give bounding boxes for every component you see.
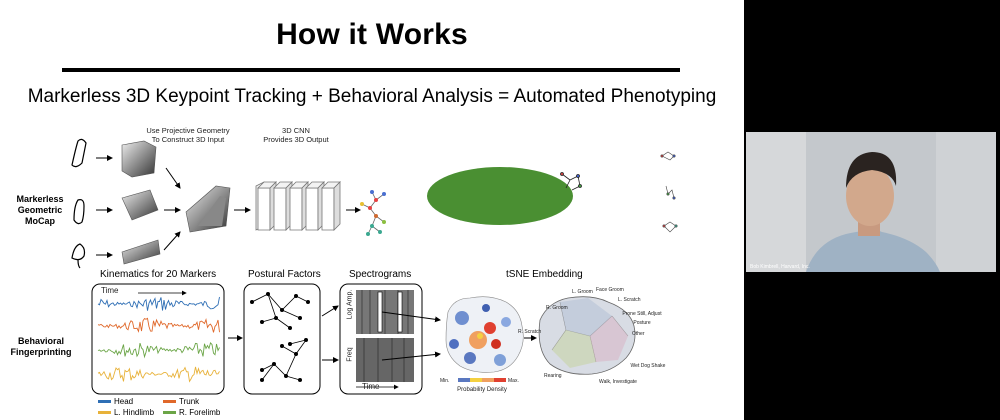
time-label: Time [101, 286, 119, 295]
marker-traces [97, 296, 220, 383]
postural-panel [243, 283, 321, 395]
density-caption: Probability Density [457, 387, 507, 393]
kinematics-panel [91, 283, 225, 395]
slide-subtitle: Markerless 3D Keypoint Tracking + Behavi… [27, 86, 717, 107]
tsne-density-blobs [449, 304, 511, 366]
kinematics-title: Kinematics for 20 Markers [100, 269, 217, 280]
cnn-layers [255, 181, 341, 231]
kinematic-trace [97, 342, 220, 359]
behavior-cluster-fills [552, 298, 628, 368]
mini-skeleton-1 [660, 151, 676, 161]
legend-item-r-forelimb: R. Forelimb [163, 408, 220, 417]
tsne-title: tSNE Embedding [506, 269, 583, 280]
cluster-label: L. Scratch [618, 297, 641, 303]
cluster-label: Walk, Investigate [599, 379, 637, 385]
mocap-row-label: Markerless Geometric MoCap [16, 194, 64, 226]
cluster-label: Prone Still, Adjust Posture [622, 311, 662, 326]
kinematic-trace [97, 296, 220, 311]
cluster-label: Wet Dog Shake [630, 363, 666, 369]
kinematic-trace [97, 366, 220, 383]
legend-swatch [163, 400, 176, 403]
mocap-pipeline-figure [71, 138, 678, 269]
cluster-label: R. Scratch [518, 329, 542, 335]
legend-swatch [98, 400, 111, 403]
mini-skeleton-2 [665, 185, 676, 200]
legend-swatch [163, 411, 176, 414]
spectrogram-time-label: Time [362, 382, 380, 391]
freq-label: Freq [346, 347, 354, 362]
legend-item-l-hindlimb: L. Hindlimb [98, 408, 154, 417]
participant-name-caption: Bob Kimbrell, Harvard, Inc. [750, 264, 810, 270]
spectrograms-title: Spectrograms [349, 269, 412, 280]
fingerprint-row-label: Behavioral Fingerprinting [10, 336, 72, 357]
slide-title: How it Works [276, 18, 468, 51]
participant-face [846, 166, 894, 226]
postural-title: Postural Factors [248, 269, 321, 280]
postural-nodes [250, 292, 310, 382]
mouse-view-1 [71, 138, 87, 168]
cluster-label: Rearing [544, 373, 562, 379]
legend-swatch [98, 411, 111, 414]
mini-skeleton-3 [662, 221, 678, 233]
participant-video-tile[interactable]: Bob Kimbrell, Harvard, Inc. [746, 132, 996, 272]
title-rule [62, 68, 680, 72]
legend-item-trunk: Trunk [163, 397, 199, 406]
cluster-label: Other [632, 331, 645, 337]
mouse-view-2 [73, 199, 85, 225]
cluster-label: Face Groom [596, 287, 624, 293]
density-min-label: Min. [440, 378, 450, 384]
legend-item-head: Head [98, 397, 133, 406]
presentation-slide: How it Works Markerless 3D Keypoint Trac… [0, 0, 744, 420]
mouse-view-3 [71, 243, 86, 269]
kinematic-trace [97, 317, 220, 333]
fingerprint-figure [91, 283, 636, 395]
cnn-note: 3D CNN Provides 3D Output [263, 126, 329, 144]
arena-ellipse [427, 167, 573, 225]
arena-mouse-skeleton [560, 172, 582, 191]
cluster-label: L. Groom [572, 289, 593, 295]
skeleton-joints [360, 190, 386, 236]
participant-hair [846, 152, 897, 188]
cluster-label: R. Groom [546, 305, 568, 311]
density-max-label: Max. [508, 378, 519, 384]
participant-shirt [806, 230, 940, 272]
participant-video-feed [746, 132, 996, 272]
log-amp-label: Log Amp. [346, 289, 354, 320]
geometry-note: Use Projective Geometry To Construct 3D … [146, 126, 230, 144]
